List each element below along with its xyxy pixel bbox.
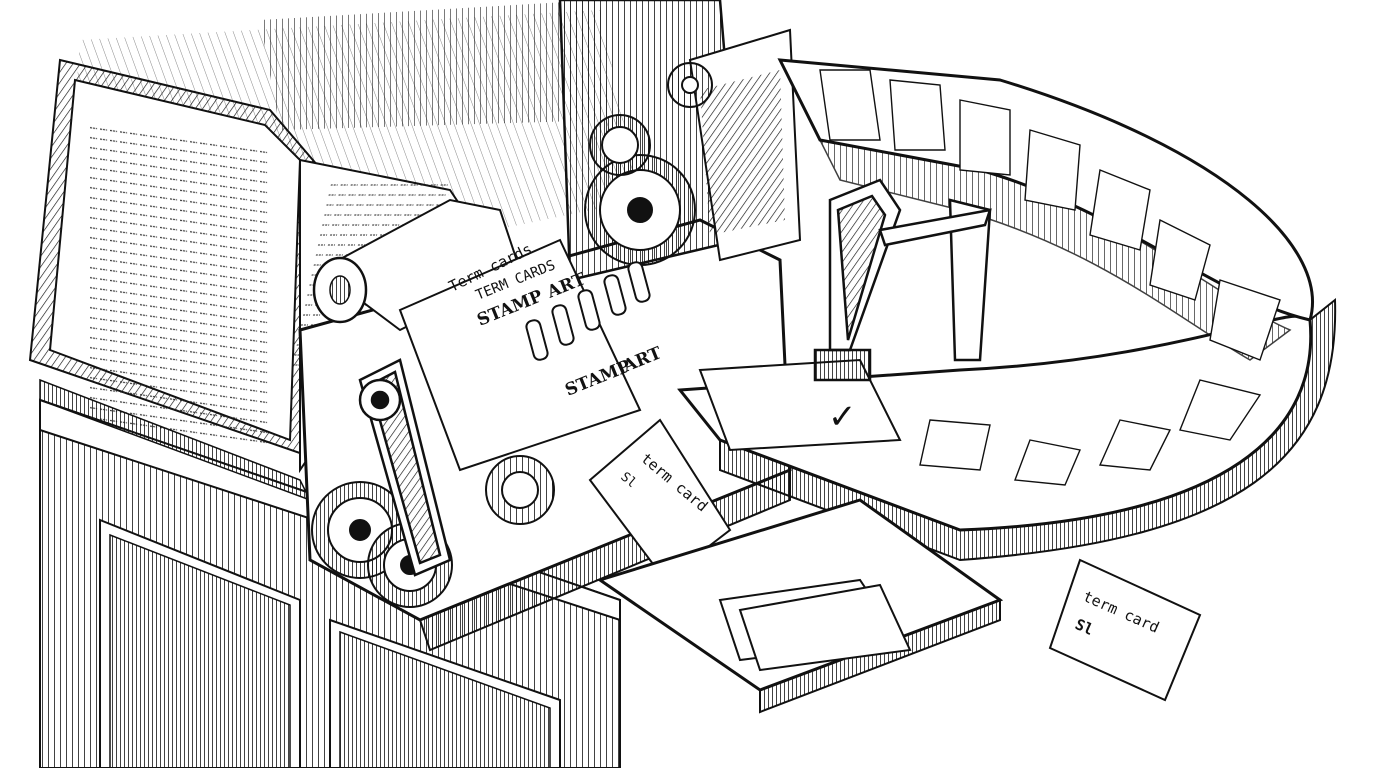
- gear-icon: [311, 62, 713, 608]
- stamp-keys: [525, 261, 651, 361]
- output-tray: [596, 498, 1004, 714]
- stamp-press: [813, 178, 992, 382]
- checkmark-icon: ✓: [828, 397, 857, 437]
- loose-term-card: term card Sl: [1048, 558, 1202, 702]
- loose-card-sub: Sl: [1072, 615, 1096, 639]
- crank-lever: [358, 358, 452, 577]
- conveyor-belt: ✓: [677, 58, 1337, 562]
